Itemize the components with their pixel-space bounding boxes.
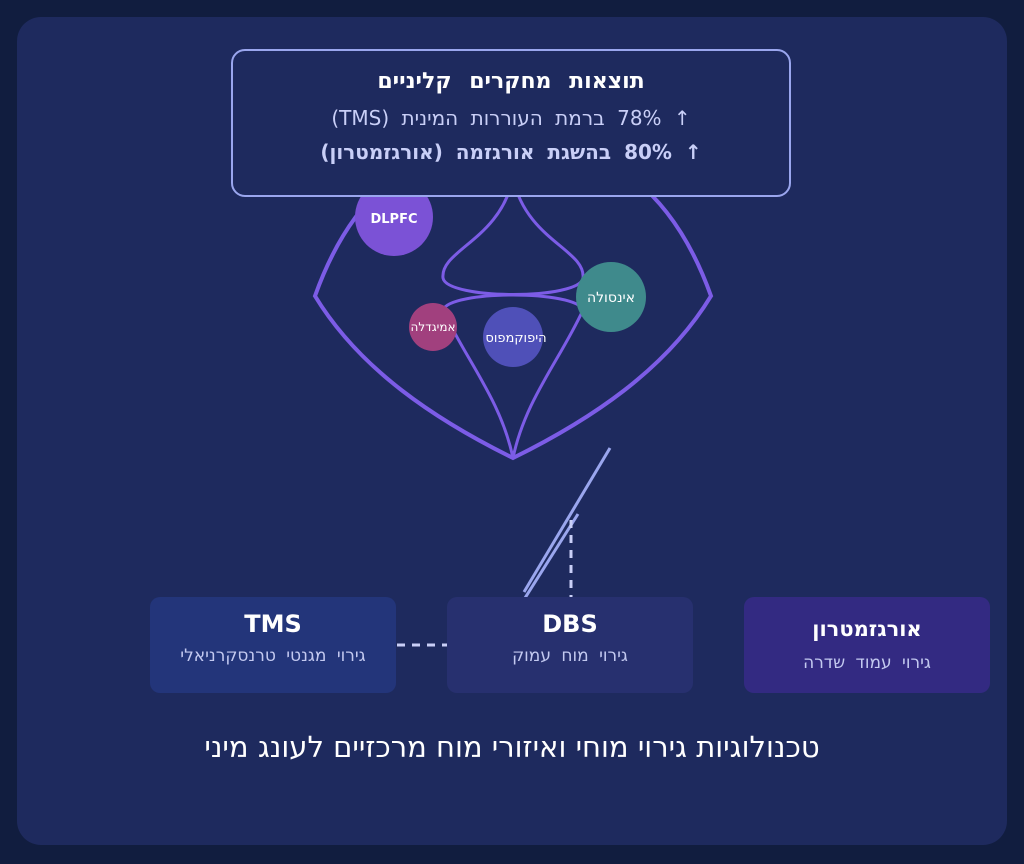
clinical-results-box: תוצאות מחקרים קליניים ↑ 78% ברמת העוררות… [231,49,791,197]
results-tms-line: ↑ 78% ברמת העוררות המינית (TMS) [331,106,691,130]
results-orgasmatron-line: ↑ 80% בהשגת אורגזמה (אורגזמטרון) [320,140,702,164]
dbs-card: DBS גירוי מוח עמוק [447,597,693,693]
insula-region [576,262,646,332]
amygdala-label: אמיגדלה [410,320,455,334]
dbs-card-desc: גירוי מוח עמוק [512,646,628,666]
amygdala-region [409,303,457,351]
tms-card: TMS גירוי מגנטי טרנסקרניאלי [150,597,396,693]
dlpfc-region [355,178,433,256]
tms-card-desc: גירוי מגנטי טרנסקרניאלי [180,646,366,666]
results-title: תוצאות מחקרים קליניים [377,69,645,94]
tms-card-name: TMS [244,610,302,638]
orgasmatron-card: אורגזמטרון גירוי עמוד שדרה [744,597,990,693]
lower-inner-lobe [441,293,585,459]
orgasmatron-card-name: אורגזמטרון [812,617,922,641]
dlpfc-label: DLPFC [370,212,417,227]
diagram-caption: טכנולוגיות גירוי מוחי ואיזורי מוח מרכזיי… [204,730,820,764]
hippocampus-label: היפוקמפוס [485,331,546,346]
orgasmatron-card-desc: גירוי עמוד שדרה [803,653,931,673]
dbs-card-name: DBS [542,610,598,638]
hippocampus-region [483,307,543,367]
connector-line-1 [522,447,612,593]
insula-label: אינסולה [587,290,635,306]
